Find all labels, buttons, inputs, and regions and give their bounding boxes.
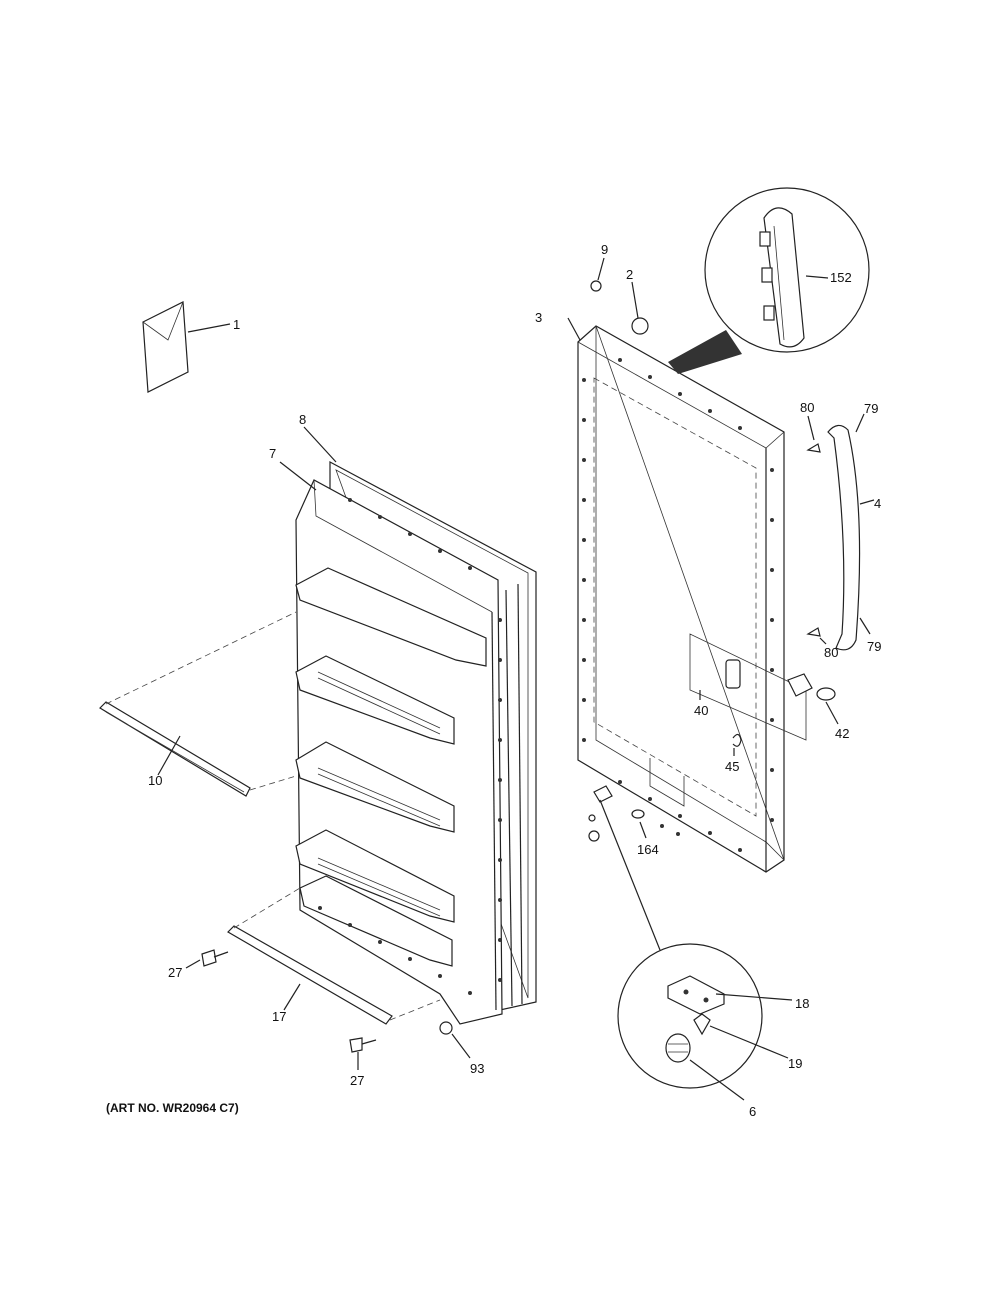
callout-2: 2 (626, 267, 633, 282)
callout-17: 17 (272, 1009, 286, 1024)
callout-4: 4 (874, 496, 881, 511)
part-10-shelf-bar (99, 611, 297, 797)
callout-3: 3 (535, 310, 542, 325)
part-79-80-fasteners (806, 413, 871, 645)
callout-42: 42 (835, 726, 849, 741)
callout-80-top: 80 (800, 400, 814, 415)
art-number: (ART NO. WR20964 C7) (106, 1101, 239, 1115)
callout-labels: 1 2 3 4 6 7 8 9 10 17 18 19 27 27 40 42 … (106, 242, 881, 1119)
part-27-screws (185, 949, 377, 1070)
callout-9: 9 (601, 242, 608, 257)
callout-45: 45 (725, 759, 739, 774)
part-4-door-handle (827, 424, 875, 651)
part-9-hinge-pin (590, 257, 605, 292)
callout-19: 19 (788, 1056, 802, 1071)
callout-152: 152 (830, 270, 852, 285)
callout-18: 18 (795, 996, 809, 1011)
part-152-detail (668, 187, 870, 374)
callout-164: 164 (637, 842, 659, 857)
part-1-envelope (142, 301, 231, 393)
part-2-plug (631, 281, 649, 335)
callout-93: 93 (470, 1061, 484, 1076)
callout-27-left: 27 (168, 965, 182, 980)
callout-79-top: 79 (864, 401, 878, 416)
hinge-detail (599, 799, 793, 1101)
part-3-outer-door (567, 317, 839, 873)
part-17-bottom-bar (227, 887, 441, 1025)
callout-80-bottom: 80 (824, 645, 838, 660)
callout-8: 8 (299, 412, 306, 427)
part-7-door-liner (279, 461, 503, 1025)
callout-10: 10 (148, 773, 162, 788)
callout-7: 7 (269, 446, 276, 461)
part-93-plug (439, 1021, 471, 1059)
callout-79-bottom: 79 (867, 639, 881, 654)
callout-27-bottom: 27 (350, 1073, 364, 1088)
callout-6: 6 (749, 1104, 756, 1119)
callout-40: 40 (694, 703, 708, 718)
callout-1: 1 (233, 317, 240, 332)
